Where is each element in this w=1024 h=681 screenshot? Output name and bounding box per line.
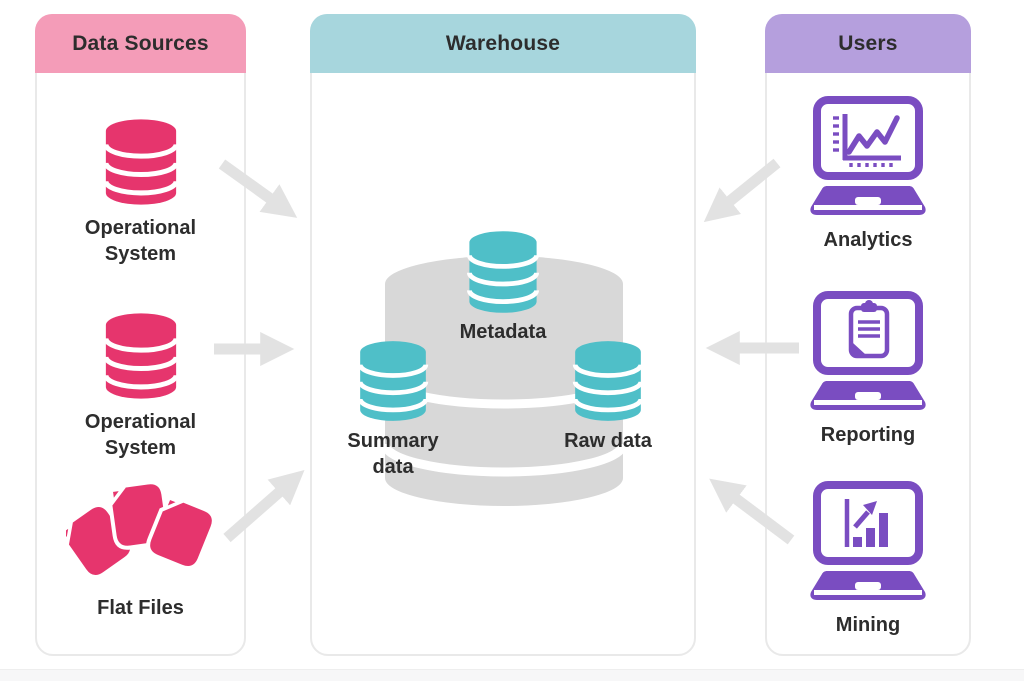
item-label: Raw data <box>564 430 652 452</box>
warehouse-item-raw-data: Raw data <box>552 338 664 454</box>
source-item-operational-2: Operational System <box>37 310 244 461</box>
cropped-section-edge <box>0 669 1024 681</box>
database-icon <box>357 341 429 421</box>
user-item-mining: Mining <box>767 481 969 638</box>
user-item-reporting: Reporting <box>767 291 969 448</box>
flat-files-icon <box>65 480 216 580</box>
warehouse-item-metadata: Metadata <box>312 228 694 345</box>
analytics-laptop-icon <box>810 96 926 215</box>
panel-users: Users Analytics <box>765 14 971 656</box>
mining-laptop-icon <box>810 481 926 600</box>
reporting-laptop-icon <box>810 291 926 410</box>
warehouse-item-summary-data: Summary data <box>337 338 449 480</box>
panel-header-data-sources: Data Sources <box>35 14 246 73</box>
panel-header-warehouse: Warehouse <box>310 14 696 73</box>
item-label: Flat Files <box>97 597 184 619</box>
database-icon <box>572 341 644 421</box>
item-label: Reporting <box>820 424 916 446</box>
panel-title: Data Sources <box>72 31 209 55</box>
database-icon <box>102 313 179 399</box>
database-icon <box>102 119 179 205</box>
panel-title: Users <box>838 31 898 55</box>
panel-data-sources: Data Sources Operational System Operatio… <box>35 14 246 656</box>
source-item-flat-files: Flat Files <box>37 478 244 621</box>
item-label: Mining <box>835 614 901 636</box>
item-label: Analytics <box>823 229 913 251</box>
item-label: Operational System <box>84 217 197 265</box>
database-icon <box>467 231 539 313</box>
panel-warehouse: Warehouse Metadata Summary data <box>310 14 696 656</box>
panel-header-users: Users <box>765 14 971 73</box>
source-item-operational-1: Operational System <box>37 116 244 267</box>
item-label: Operational System <box>84 411 197 459</box>
item-label: Summary data <box>347 430 439 478</box>
item-label: Metadata <box>459 321 547 343</box>
panel-title: Warehouse <box>445 31 561 55</box>
user-item-analytics: Analytics <box>767 96 969 253</box>
